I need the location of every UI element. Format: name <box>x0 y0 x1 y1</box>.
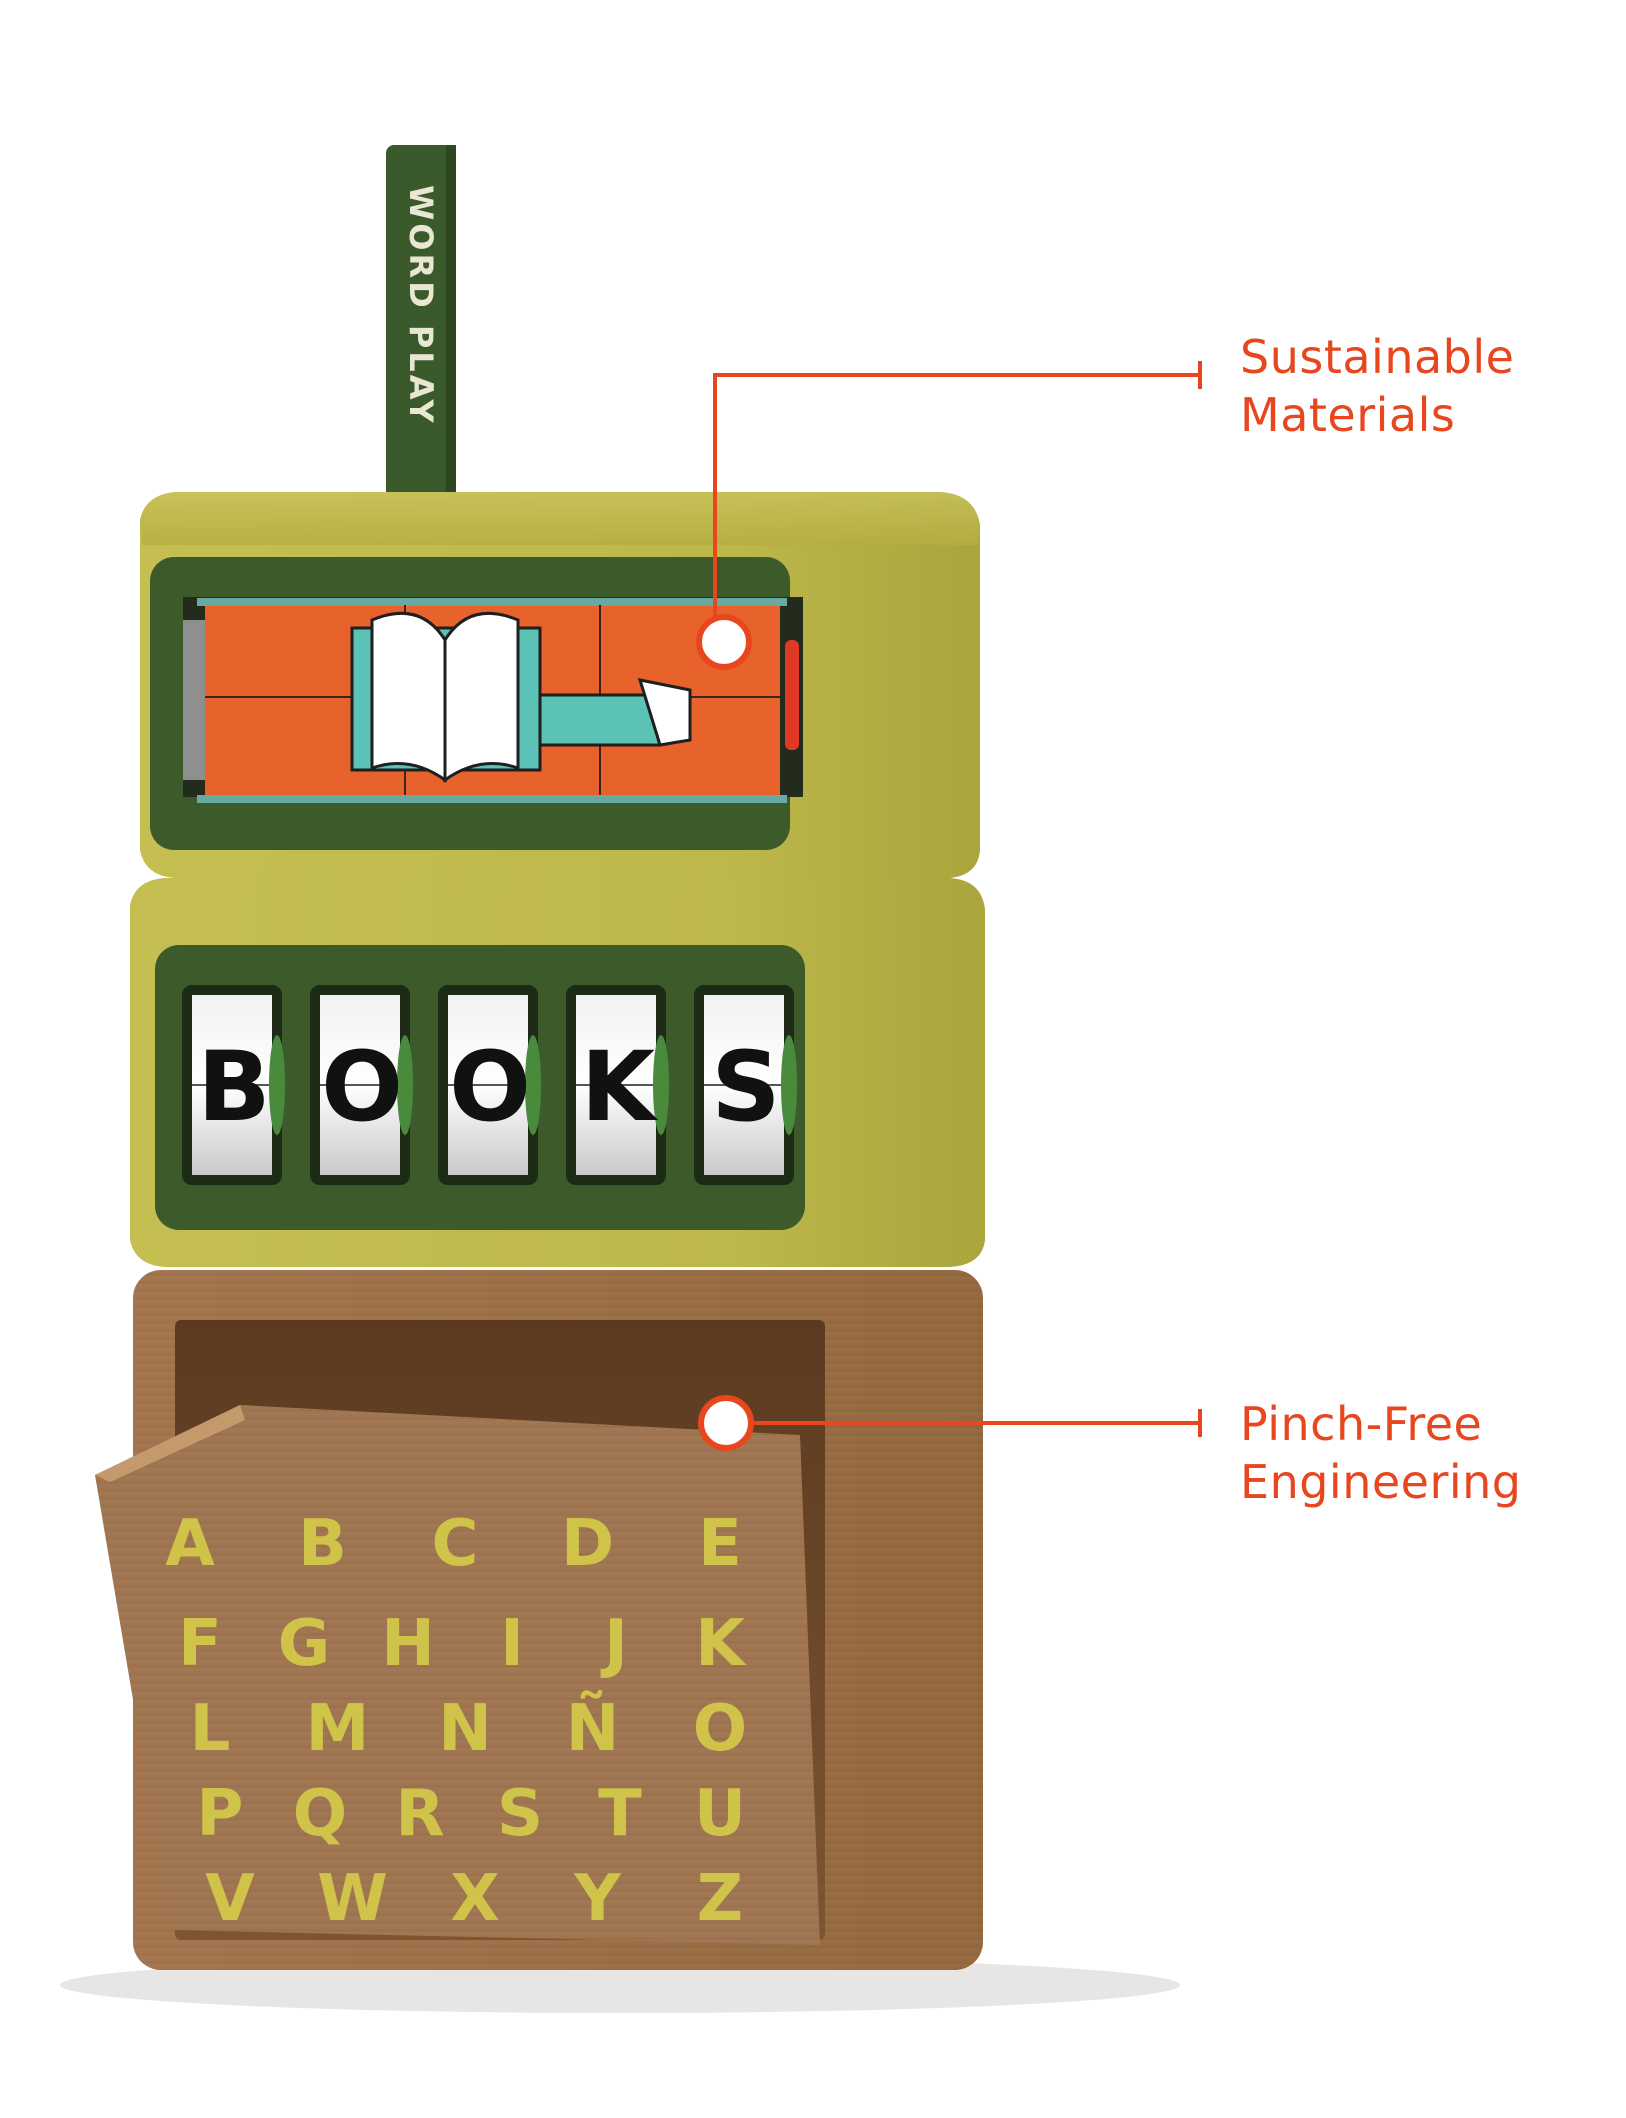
flip-card[interactable]: O <box>438 985 541 1185</box>
alphabet-letter: B <box>298 1507 347 1581</box>
callout-dot <box>698 1395 754 1451</box>
alphabet-letter: J <box>600 1607 628 1681</box>
handle-text: WORD PLAY <box>402 185 440 426</box>
alphabet-letter: O <box>693 1692 747 1766</box>
alphabet-letter: Y <box>573 1862 621 1936</box>
alphabet-letter: G <box>278 1607 331 1681</box>
alphabet-letter: R <box>395 1777 444 1851</box>
alphabet-letter: I <box>500 1607 524 1681</box>
flip-letter: K <box>581 1031 659 1143</box>
open-book-icon <box>350 611 542 783</box>
closed-book-icon <box>538 678 692 747</box>
alphabet-letter: E <box>698 1507 742 1581</box>
alphabet-letter: M <box>306 1692 370 1766</box>
flip-letter: B <box>197 1031 270 1143</box>
alphabet-letter: S <box>497 1777 543 1851</box>
alphabet-letter: A <box>165 1507 215 1581</box>
callout-label-pinch-free: Pinch-Free Engineering <box>1240 1397 1522 1509</box>
flip-card[interactable]: O <box>310 985 413 1185</box>
alphabet-letter: U <box>694 1777 746 1851</box>
alphabet-letter: H <box>381 1607 435 1681</box>
alphabet-letter: Q <box>293 1777 347 1851</box>
alphabet-letter: C <box>432 1507 479 1581</box>
flip-card[interactable]: B <box>182 985 285 1185</box>
alphabet-letter: T <box>598 1777 642 1851</box>
flip-letter: O <box>321 1031 403 1143</box>
flip-card[interactable]: S <box>694 985 797 1185</box>
alphabet-letter: K <box>695 1607 747 1681</box>
alphabet-letter: Z <box>697 1862 743 1936</box>
callout-label-sustainable: Sustainable Materials <box>1240 330 1515 442</box>
alphabet-letter: F <box>178 1607 222 1681</box>
alphabet-letter: X <box>450 1862 499 1936</box>
flip-letter: O <box>449 1031 531 1143</box>
top-module <box>140 492 980 878</box>
flip-card[interactable]: K <box>566 985 669 1185</box>
alphabet-letter: P <box>197 1777 244 1851</box>
handle: WORD PLAY <box>386 145 456 505</box>
alphabet-letter: Ñ <box>566 1690 620 1766</box>
flip-letter: S <box>711 1031 780 1143</box>
alphabet-letter: L <box>190 1692 231 1766</box>
floor-shadow <box>60 1957 1180 2013</box>
alphabet-letter: D <box>561 1507 614 1581</box>
alphabet-letter: W <box>317 1862 388 1936</box>
callout-pinch-free <box>698 1395 1202 1451</box>
alphabet-letter: N <box>438 1692 492 1766</box>
callout-dot <box>696 614 752 670</box>
alphabet-letter: V <box>205 1862 255 1936</box>
callout-sustainable <box>696 361 1202 670</box>
